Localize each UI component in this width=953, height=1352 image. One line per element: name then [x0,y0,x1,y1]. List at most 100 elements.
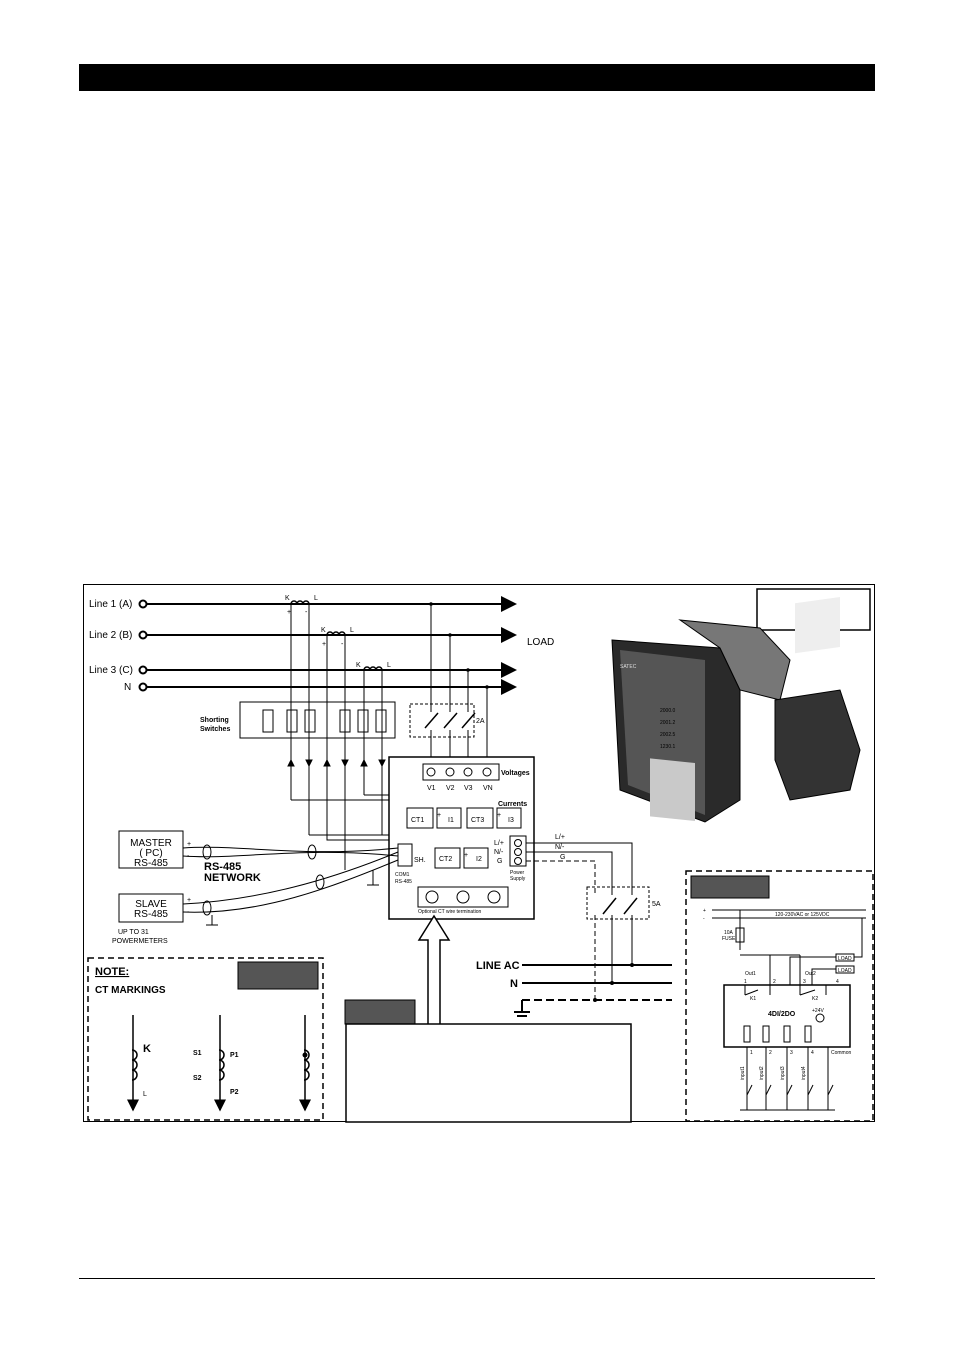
ct2-plus: + [322,641,326,648]
io-wiring [712,909,866,1111]
line-ac-label: LINE AC [476,960,520,972]
i3-terminal: I3 [508,817,514,824]
fuse-2a-label: 2A [476,718,485,725]
power-terminal-strip [509,835,527,867]
fuse-5a-box [586,886,650,920]
svg-text:G: G [497,858,502,865]
svg-text:L: L [143,1091,147,1098]
svg-text:L/+: L/+ [494,840,504,847]
line-rails [146,596,517,695]
neutral-label: N [124,682,131,693]
svg-text:POWERMETERS: POWERMETERS [112,938,168,945]
svg-text:3: 3 [803,979,806,985]
svg-text:input1: input1 [740,1066,746,1080]
svg-text:3: 3 [790,1050,793,1056]
currents-label: Currents [498,801,527,808]
ct2-minus: - [341,641,344,648]
svg-text:+: + [497,812,501,819]
io-supply-label: 120-230VAC or 125VDC [775,912,830,918]
svg-text:N/-: N/- [494,849,504,856]
voltages-label: Voltages [501,770,530,777]
optional-ct-block [417,886,509,908]
svg-text:( PC): ( PC) [139,848,162,859]
svg-text:Supply: Supply [510,876,526,882]
svg-text:K: K [143,1043,151,1055]
io-module-box [685,870,874,1122]
ct-coils [290,600,383,671]
terminal-line3 [138,665,148,675]
line2-label: Line 2 (B) [89,630,132,641]
fuse-5a-label: 5A [652,901,661,908]
fuse-2a-box [409,703,475,738]
line1-label: Line 1 (A) [89,599,132,610]
footer-rule [79,1278,875,1279]
svg-text:LOAD: LOAD [838,956,852,962]
i1-terminal: I1 [448,817,454,824]
ct1-minus: - [305,609,308,616]
ct1-terminal: CT1 [411,817,424,824]
svg-text:SH.: SH. [414,857,426,864]
rs485-label: RS-485 [204,861,241,873]
ct1-k-label: K [285,595,290,602]
svg-text:1230.1: 1230.1 [660,744,676,750]
ct2-k-label: K [321,627,326,634]
i2-terminal: I2 [476,856,482,863]
svg-text:+: + [187,897,191,904]
svg-text:+: + [703,908,706,914]
shorting-label-1: Shorting [200,717,229,724]
svg-text:RS-485: RS-485 [134,909,168,920]
svg-text:RS-485: RS-485 [134,858,168,869]
voltage-terminal-strip [422,763,500,781]
line-ac-rails [514,964,672,1017]
svg-text:+: + [437,812,441,819]
svg-text:SLAVE: SLAVE [135,899,167,910]
vn-label: VN [483,785,493,792]
svg-text:Optional CT wire termination: Optional CT wire termination [418,909,481,915]
svg-text:G: G [560,854,565,861]
device-illustration: SATEC 2000.0 2001.2 2002.5 1230.1 [611,596,861,823]
fuse-2a-switches [424,712,476,729]
network-label: NETWORK [204,872,261,884]
ct-coil-line1 [290,600,310,605]
shorting-switch-block [239,701,396,739]
master-box [118,830,184,869]
svg-text:2002.5: 2002.5 [660,732,676,738]
svg-text:2: 2 [769,1050,772,1056]
ct-markings-label: CT MARKINGS [95,985,166,996]
ct3-k-label: K [356,662,361,669]
ct3-l-label: L [387,662,391,669]
svg-text:Out2: Out2 [805,971,816,977]
line-ac-n-label: N [510,978,518,990]
svg-text:4: 4 [836,979,839,985]
svg-text:10A: 10A [724,930,734,936]
io-module-name: 4DI/2DO [768,1011,796,1018]
svg-text:FUSE: FUSE [722,936,736,942]
ct3-terminal: CT3 [471,817,484,824]
svg-text:MASTER: MASTER [130,838,172,849]
svg-text:2: 2 [773,979,776,985]
svg-text:UP TO 31: UP TO 31 [118,929,149,936]
svg-text:N/-: N/- [555,844,565,851]
terminal-neutral [138,682,148,692]
power-wiring [526,842,633,1000]
svg-text:input2: input2 [759,1066,765,1080]
note-box [87,957,324,1121]
svg-text:+: + [464,852,468,859]
svg-text:P2: P2 [230,1089,239,1096]
v2-label: V2 [446,785,455,792]
note-tag-box [237,961,319,990]
svg-text:COM1: COM1 [395,872,410,878]
slave-box [118,893,184,923]
svg-text:P1: P1 [230,1052,239,1059]
ct2-terminal: CT2 [439,856,452,863]
com1-terminal-strip [397,843,413,867]
svg-text:L/+: L/+ [555,834,565,841]
svg-text:-: - [703,916,705,922]
v3-label: V3 [464,785,473,792]
meter-terminal-block [388,756,535,920]
svg-text:+24V: +24V [812,1008,824,1014]
svg-text:+: + [187,841,191,848]
terminal-line1 [138,599,148,609]
v1-label: V1 [427,785,436,792]
